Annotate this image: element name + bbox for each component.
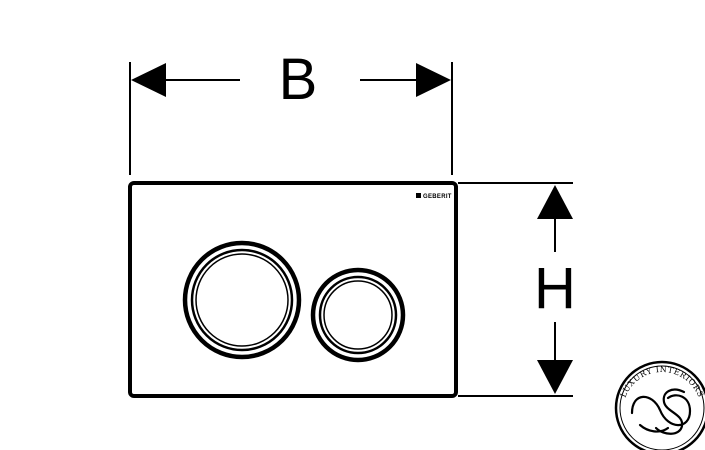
height-dimension: H (458, 182, 576, 397)
height-arrow-bottom (537, 360, 573, 394)
small-flush-button (310, 267, 406, 363)
height-arrow-top (537, 185, 573, 219)
height-label: H (534, 256, 576, 321)
brand-logo-icon (416, 193, 421, 198)
logo-monogram-icon (630, 388, 692, 435)
logo-outer-ring (614, 360, 705, 450)
width-arrow-left (131, 63, 166, 97)
logo-inner-ring (619, 365, 705, 450)
width-label: B (279, 47, 318, 112)
width-arrow-right (416, 63, 451, 97)
flush-plate-outline (128, 181, 458, 398)
brand-name: GEBERIT (423, 194, 452, 200)
large-flush-button (182, 240, 302, 360)
luxury-interiors-logo: LUXURY INTERIORS (614, 360, 705, 450)
flush-plate: GEBERIT (128, 181, 458, 398)
width-dimension: B (129, 47, 453, 175)
